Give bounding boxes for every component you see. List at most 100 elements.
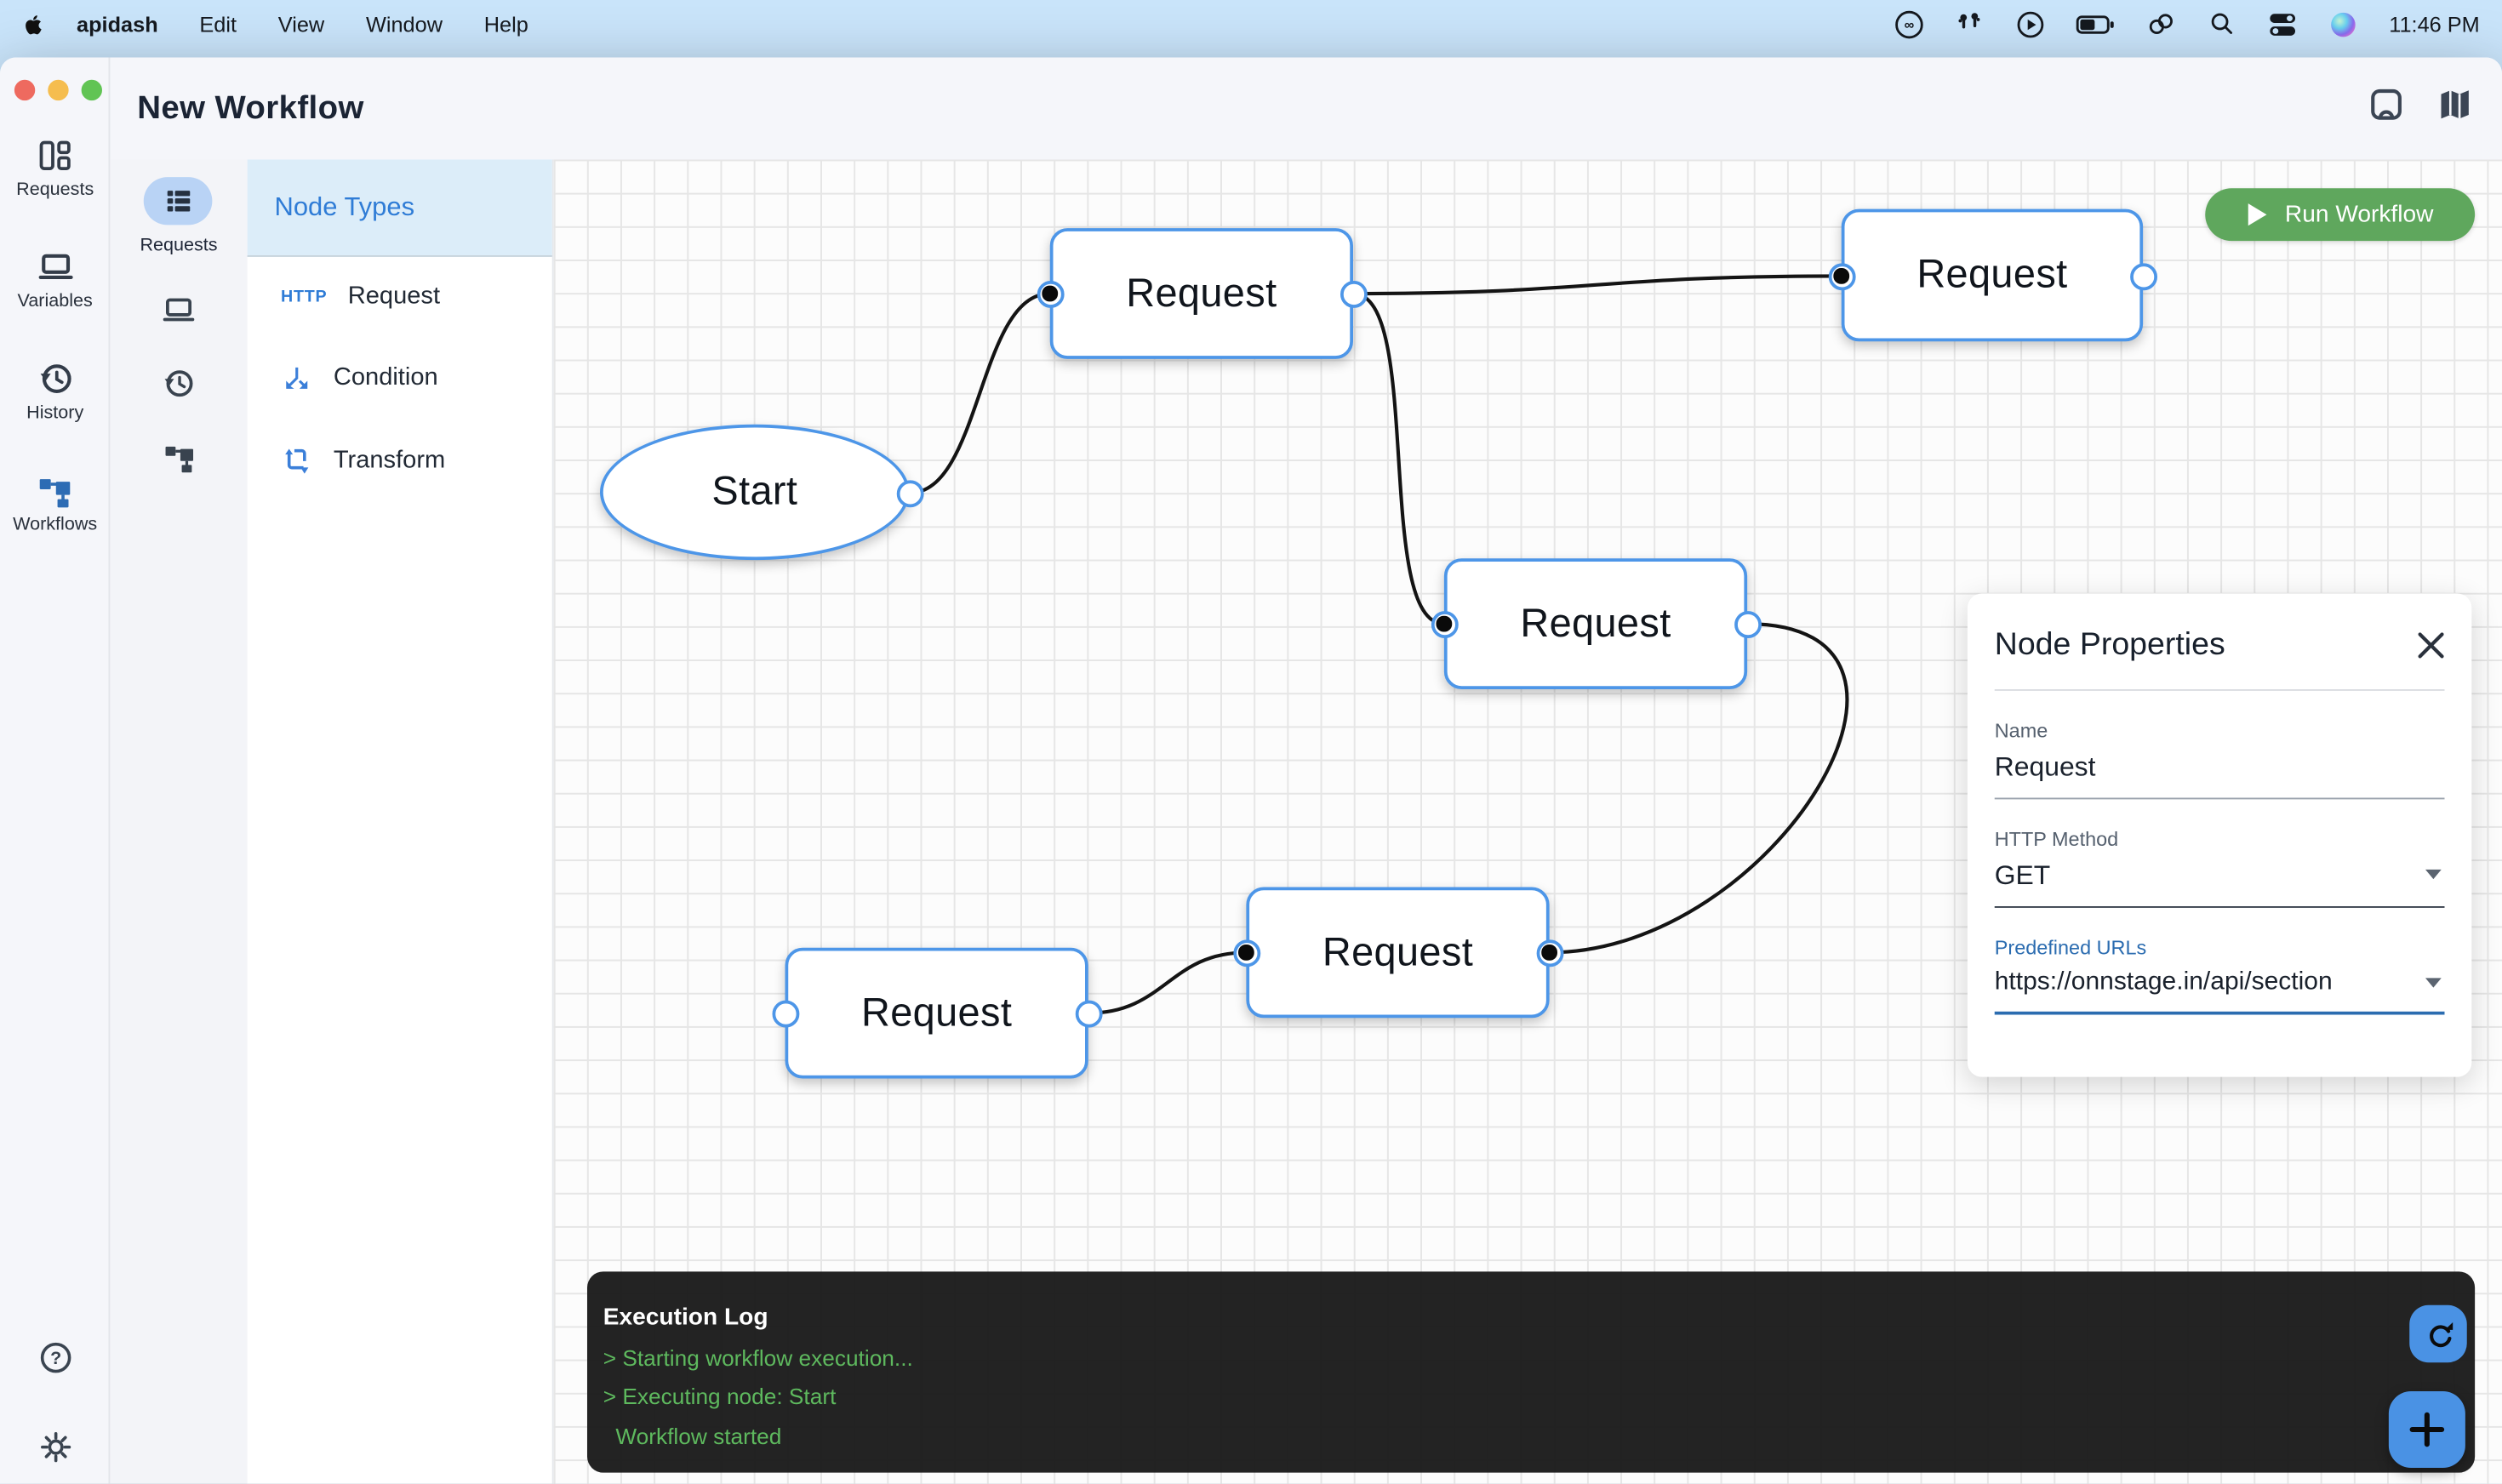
node-types-header: Node Types (247, 159, 552, 257)
node-types-panel: Node Types HTTP Request Condition Transf… (247, 159, 554, 1484)
edge-request-4-to-request-5[interactable] (1088, 950, 1247, 1015)
apple-menu-icon[interactable] (22, 8, 49, 40)
port-start-out[interactable] (895, 479, 923, 507)
traffic-lights (13, 78, 102, 100)
name-field[interactable]: Name Request (1994, 719, 2445, 800)
menubar-app-name[interactable]: apidash (77, 12, 158, 37)
svg-text:?: ? (49, 1348, 60, 1368)
sidebar-item-requests[interactable]: Requests (0, 135, 110, 199)
sidebar-item-history[interactable]: History (0, 359, 110, 423)
port-request-3-in[interactable] (1430, 610, 1458, 638)
sidebar-item-variables[interactable]: Variables (0, 248, 110, 311)
node-request-4[interactable]: Request (785, 947, 1088, 1079)
http-method-select[interactable]: GET (1994, 859, 2051, 891)
node-label: Start (711, 469, 798, 514)
workflow-icon (0, 471, 110, 509)
node-request-3[interactable]: Request (1443, 558, 1748, 689)
chevron-down-icon[interactable] (2425, 978, 2442, 988)
sidebar-item-workflows[interactable]: Workflows (0, 471, 110, 534)
port-request-5-out[interactable] (1535, 939, 1563, 967)
settings-button[interactable] (0, 1430, 110, 1464)
port-request-4-in[interactable] (771, 999, 799, 1027)
main-sidebar: Requests Variables History Workflows (0, 57, 111, 1484)
node-request-1[interactable]: Request (1049, 228, 1353, 359)
log-line: > Starting workflow execution... (603, 1344, 913, 1370)
port-request-1-out[interactable] (1340, 280, 1367, 307)
node-properties-title: Node Properties (1994, 625, 2225, 662)
search-icon[interactable] (2208, 9, 2238, 39)
play-icon (2248, 203, 2267, 226)
close-window-button[interactable] (13, 78, 35, 100)
node-request-5[interactable]: Request (1246, 887, 1550, 1019)
predefined-urls-field[interactable]: Predefined URLs https://onnstage.in/api/… (1994, 936, 2445, 1015)
laptop-icon (163, 298, 195, 322)
map-icon[interactable] (2436, 86, 2473, 131)
close-icon[interactable] (2418, 631, 2445, 659)
http-badge: HTTP (281, 287, 328, 307)
field-underline (1994, 1011, 2445, 1015)
laptop-icon (0, 248, 110, 286)
port-request-2-out[interactable] (2129, 262, 2157, 290)
menubar-help[interactable]: Help (483, 12, 528, 37)
help-button[interactable]: ? (0, 1340, 110, 1375)
log-line: > Executing node: Start (603, 1383, 837, 1409)
add-node-button[interactable] (2388, 1391, 2465, 1468)
siri-icon[interactable] (2328, 9, 2359, 39)
name-input[interactable]: Request (1994, 751, 2096, 782)
rail-item-workflows[interactable] (110, 441, 247, 474)
http-method-field[interactable]: HTTP Method GET (1994, 828, 2445, 908)
creative-cloud-icon[interactable]: ∞ (1894, 9, 1925, 39)
inbox-icon[interactable] (2368, 86, 2405, 131)
node-type-transform[interactable]: Transform (248, 439, 554, 484)
dashboard-icon (0, 135, 110, 174)
node-label: Request (1916, 252, 2068, 297)
port-request-3-out[interactable] (1734, 610, 1762, 638)
menubar-view[interactable]: View (277, 12, 325, 37)
rail-item-variables[interactable] (110, 294, 247, 327)
app-window: Requests Variables History Workflows (0, 57, 2502, 1484)
edge-request-1-to-request-3[interactable] (1352, 291, 1445, 626)
edge-start-to-request-1[interactable] (909, 291, 1050, 495)
rail-item-requests[interactable] (143, 177, 213, 225)
predefined-url-select[interactable]: https://onnstage.in/api/section (1994, 968, 2333, 996)
execution-log-title: Execution Log (603, 1303, 768, 1331)
sidebar-label: History (26, 403, 84, 423)
menubar-window[interactable]: Window (365, 12, 443, 37)
port-request-5-in[interactable] (1232, 939, 1260, 967)
port-request-4-out[interactable] (1074, 999, 1102, 1027)
node-start[interactable]: Start (600, 424, 910, 561)
run-workflow-button[interactable]: Run Workflow (2205, 188, 2476, 242)
svg-text:∞: ∞ (1905, 16, 1915, 31)
edge-request-1-to-request-2[interactable] (1352, 274, 1842, 296)
node-type-request[interactable]: HTTP Request (248, 275, 554, 320)
run-workflow-label: Run Workflow (2284, 201, 2434, 229)
node-type-label: Condition (333, 363, 438, 391)
airpods-icon[interactable] (1955, 9, 1985, 39)
refresh-icon (2429, 1321, 2453, 1347)
field-label: Name (1994, 719, 2048, 742)
history-icon (0, 359, 110, 397)
menubar-clock[interactable]: 11:46 PM (2389, 12, 2480, 37)
sidebar-label: Variables (17, 292, 93, 311)
rail-label: Requests (140, 236, 218, 256)
zoom-window-button[interactable] (80, 78, 102, 100)
divider (1994, 689, 2445, 691)
node-type-condition[interactable]: Condition (248, 356, 554, 401)
page-title: New Workflow (137, 89, 364, 127)
field-label: Predefined URLs (1994, 936, 2147, 959)
refresh-button[interactable] (2409, 1304, 2467, 1363)
play-circle-icon[interactable] (2016, 9, 2047, 39)
window-header: New Workflow (110, 57, 2502, 160)
handoff-icon[interactable] (2146, 9, 2177, 39)
port-request-1-in[interactable] (1036, 280, 1064, 307)
port-request-2-in[interactable] (1827, 262, 1855, 290)
node-request-2[interactable]: Request (1841, 208, 2144, 342)
battery-icon[interactable] (2076, 9, 2116, 39)
chevron-down-icon[interactable] (2425, 869, 2442, 880)
minimize-window-button[interactable] (47, 78, 68, 100)
menubar-edit[interactable]: Edit (199, 12, 237, 37)
rail-item-history[interactable] (110, 365, 247, 400)
control-center-icon[interactable] (2268, 9, 2299, 39)
